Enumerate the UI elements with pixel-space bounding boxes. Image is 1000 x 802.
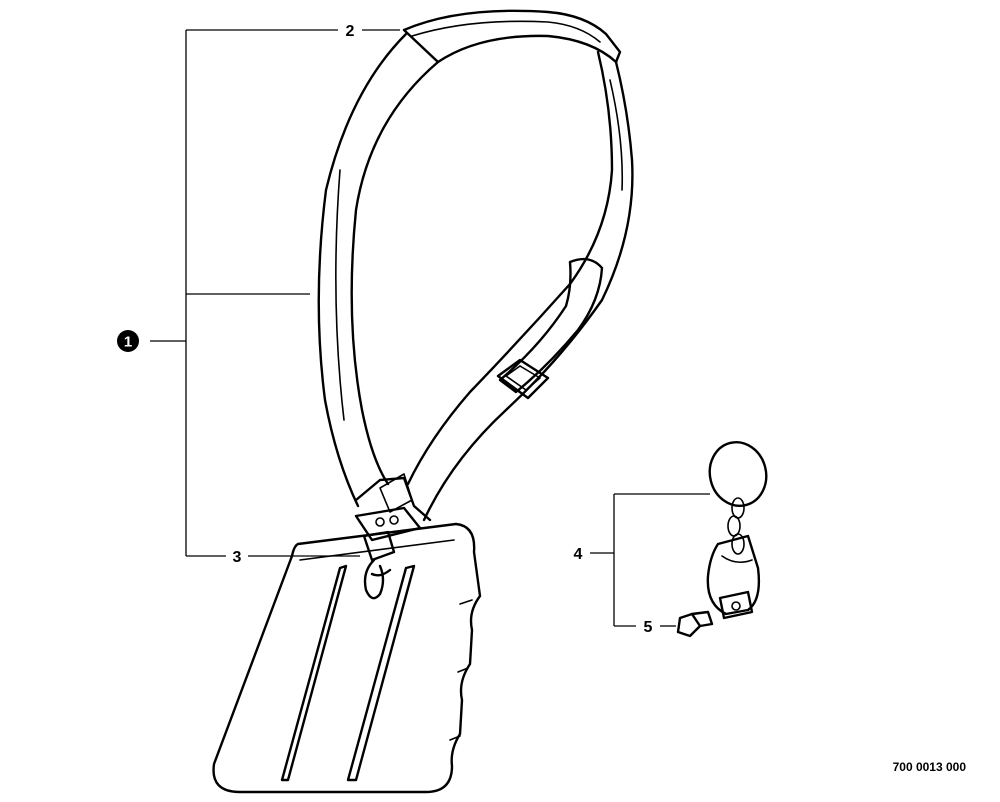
callout-label-2: 2: [346, 23, 355, 40]
carrying-eye-assembly: [706, 441, 768, 620]
callout-label-3: 3: [233, 549, 242, 566]
strap-pad-sleeve: [498, 257, 604, 394]
strap-right-inner-edge: [406, 50, 614, 486]
callout-label-4: 4: [574, 546, 583, 563]
clamp-bracket: [706, 534, 761, 616]
callout-label-1: 1: [124, 334, 132, 351]
drawing-code: 700 0013 000: [893, 760, 967, 774]
shoulder-pad: [402, 9, 622, 64]
callout-badge: [117, 330, 139, 352]
screw: [676, 610, 714, 638]
strap-left-inner-edge: [350, 60, 440, 486]
slide-buckle: [496, 358, 550, 400]
strap-left-outer-edge: [317, 32, 408, 508]
hip-pad: [212, 522, 482, 794]
carrying-ring: [708, 441, 768, 507]
snap-hook: [354, 506, 422, 600]
callout-item-1: 1: [117, 330, 139, 352]
leader-lines: [150, 29, 710, 627]
harness-strap: [317, 9, 634, 522]
callout-label-5: 5: [644, 619, 653, 636]
strap-right-outer-edge: [422, 60, 634, 522]
